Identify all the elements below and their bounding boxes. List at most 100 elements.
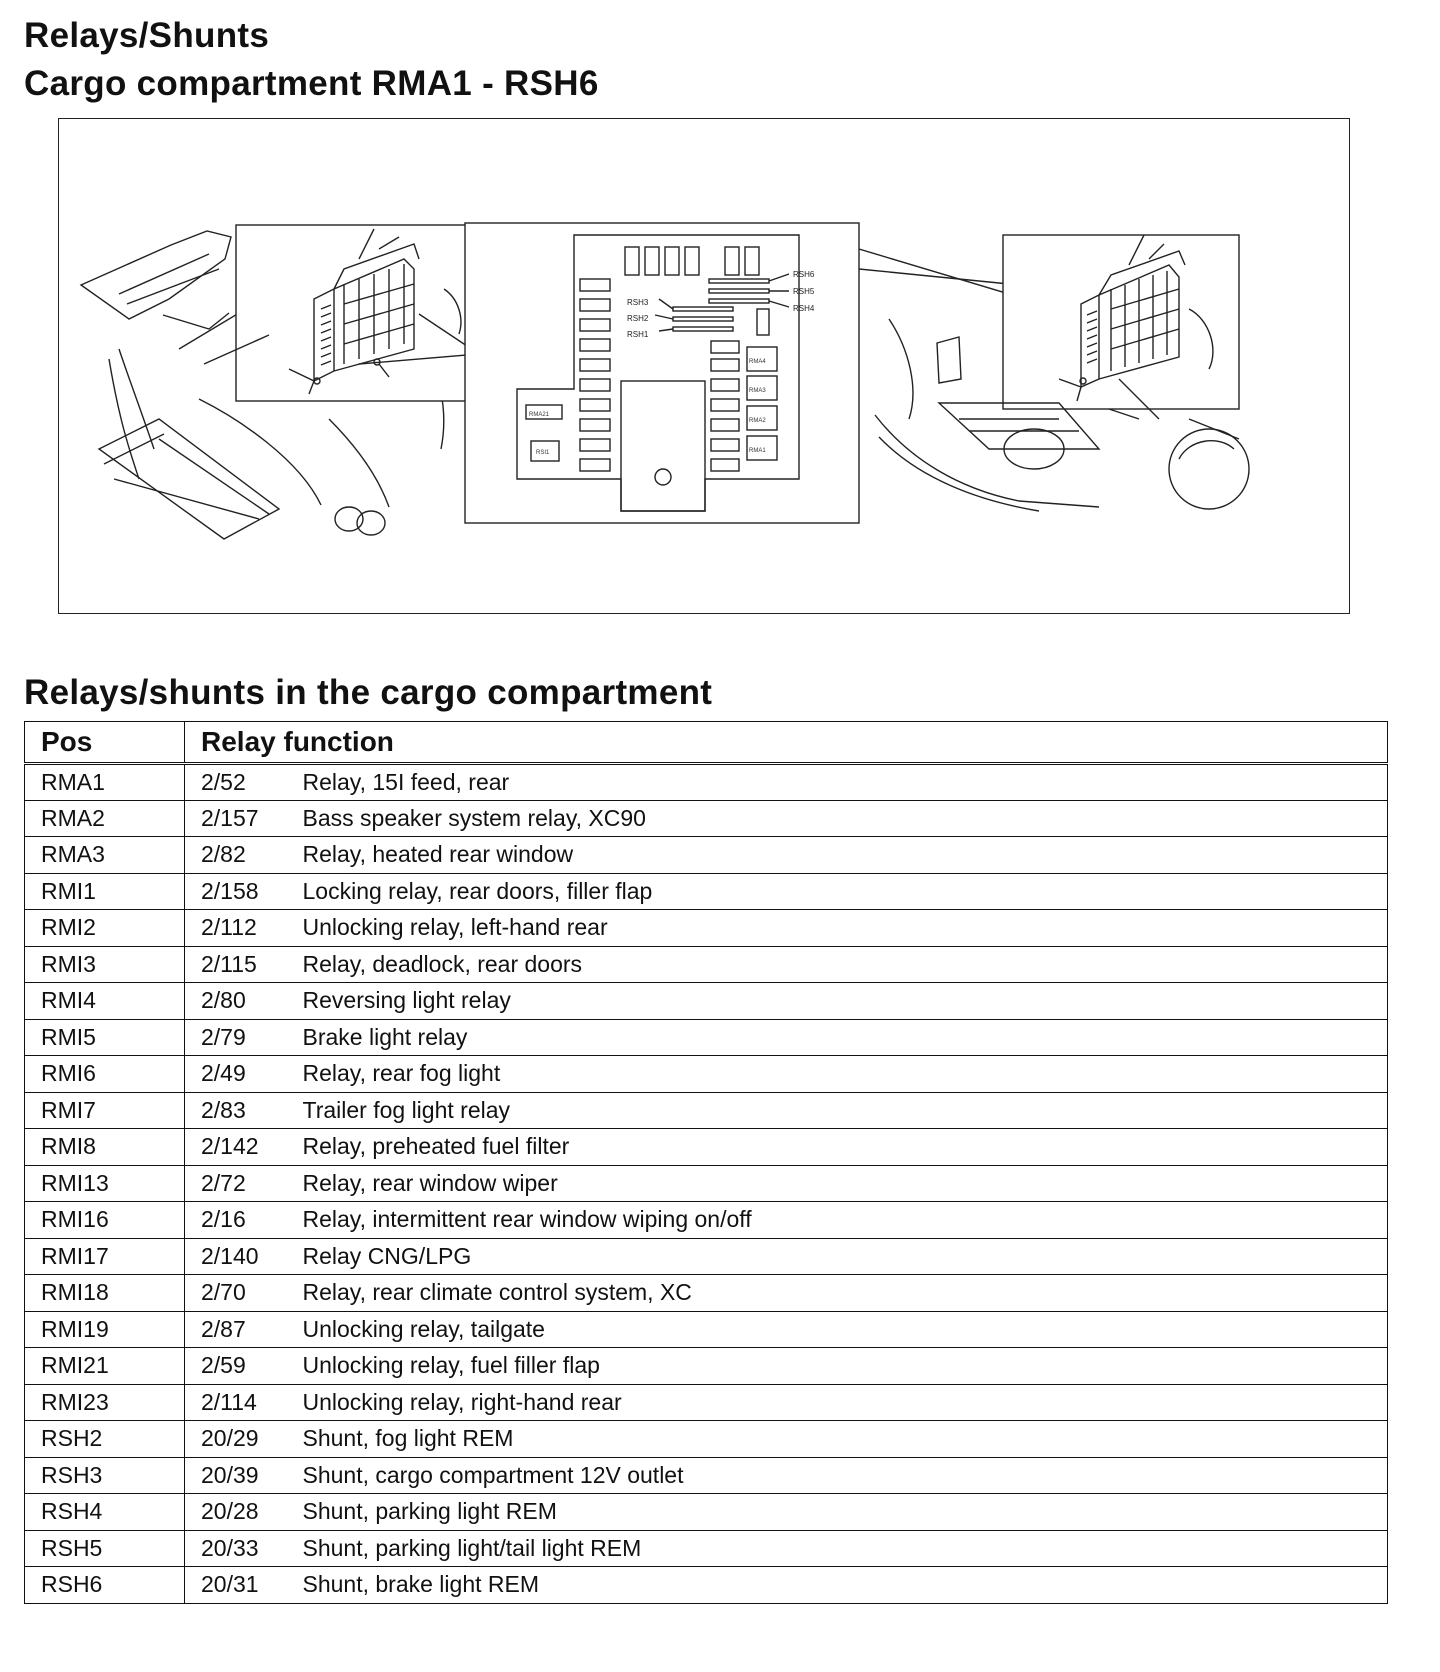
pos-cell: RMI4 <box>24 982 185 1020</box>
label-rma21: RMA21 <box>529 412 550 418</box>
code-cell: 2/140 <box>184 1237 303 1275</box>
pos-cell: RMI2 <box>24 909 185 947</box>
function-cell: Brake light relay <box>302 1018 1388 1056</box>
label-rsh4: RSH4 <box>793 304 815 313</box>
pos-cell: RMI16 <box>24 1201 185 1239</box>
pos-cell: RMI5 <box>24 1018 185 1056</box>
column-header-relay-function: Relay function <box>184 721 1388 765</box>
pos-cell: RMI8 <box>24 1128 185 1166</box>
code-cell: 2/158 <box>184 872 303 910</box>
page-title: Relays/Shunts <box>24 16 270 55</box>
pos-cell: RMI21 <box>24 1347 185 1385</box>
code-cell: 2/87 <box>184 1310 303 1348</box>
code-cell: 2/82 <box>184 836 303 874</box>
label-rsh5: RSH5 <box>793 287 815 296</box>
code-cell: 2/115 <box>184 945 303 983</box>
pos-cell: RMI7 <box>24 1091 185 1129</box>
label-rma4: RMA4 <box>749 359 766 365</box>
code-cell: 2/59 <box>184 1347 303 1385</box>
code-cell: 20/29 <box>184 1420 303 1458</box>
pos-cell: RMI1 <box>24 872 185 910</box>
function-cell: Relay, 15I feed, rear <box>302 763 1388 801</box>
label-rma3: RMA3 <box>749 388 766 394</box>
right-relay-block-sketch <box>1058 234 1214 402</box>
pos-cell: RMI13 <box>24 1164 185 1202</box>
label-rma1: RMA1 <box>749 448 766 454</box>
pos-cell: RSH6 <box>24 1566 185 1604</box>
function-cell: Relay, rear fog light <box>302 1055 1388 1093</box>
function-cell: Unlocking relay, tailgate <box>302 1310 1388 1348</box>
right-car-sketch <box>888 318 914 420</box>
function-cell: Shunt, brake light REM <box>302 1566 1388 1604</box>
column-header-pos: Pos <box>24 721 185 765</box>
page-subtitle: Cargo compartment RMA1 - RSH6 <box>24 64 599 103</box>
code-cell: 2/52 <box>184 763 303 801</box>
function-cell: Shunt, parking light/tail light REM <box>302 1529 1388 1567</box>
pos-cell: RSH3 <box>24 1456 185 1494</box>
relay-location-diagram: RSH3 RSH2 RSH1 RSH6 RSH5 RSH4 RMA4 RMA3 … <box>79 222 1250 540</box>
table-header-row: Pos Relay function <box>24 721 1388 765</box>
function-cell: Unlocking relay, right-hand rear <box>302 1383 1388 1421</box>
function-cell: Relay, preheated fuel filter <box>302 1128 1388 1166</box>
function-cell: Locking relay, rear doors, filler flap <box>302 872 1388 910</box>
function-cell: Trailer fog light relay <box>302 1091 1388 1129</box>
code-cell: 20/39 <box>184 1456 303 1494</box>
code-cell: 2/157 <box>184 799 303 837</box>
code-cell: 2/79 <box>184 1018 303 1056</box>
code-cell: 2/83 <box>184 1091 303 1129</box>
function-cell: Unlocking relay, left-hand rear <box>302 909 1388 947</box>
pos-cell: RMI23 <box>24 1383 185 1421</box>
pos-cell: RMI17 <box>24 1237 185 1275</box>
pos-cell: RMI3 <box>24 945 185 983</box>
label-rma2: RMA2 <box>749 418 766 424</box>
function-cell: Shunt, parking light REM <box>302 1493 1388 1531</box>
code-cell: 2/70 <box>184 1274 303 1312</box>
pos-cell: RSH2 <box>24 1420 185 1458</box>
code-cell: 20/28 <box>184 1493 303 1531</box>
code-cell: 2/49 <box>184 1055 303 1093</box>
function-cell: Relay CNG/LPG <box>302 1237 1388 1275</box>
label-rsh3: RSH3 <box>627 298 649 307</box>
pos-cell: RMA1 <box>24 763 185 801</box>
code-cell: 2/80 <box>184 982 303 1020</box>
code-cell: 2/16 <box>184 1201 303 1239</box>
section-title: Relays/shunts in the cargo compartment <box>24 673 713 712</box>
label-rsh6: RSH6 <box>793 270 815 279</box>
function-cell: Relay, intermittent rear window wiping o… <box>302 1201 1388 1239</box>
function-cell: Relay, rear climate control system, XC <box>302 1274 1388 1312</box>
function-cell: Relay, heated rear window <box>302 836 1388 874</box>
pos-cell: RSH5 <box>24 1529 185 1567</box>
code-cell: 2/142 <box>184 1128 303 1166</box>
code-cell: 20/33 <box>184 1529 303 1567</box>
function-cell: Bass speaker system relay, XC90 <box>302 799 1388 837</box>
code-cell: 2/114 <box>184 1383 303 1421</box>
function-cell: Unlocking relay, fuel filler flap <box>302 1347 1388 1385</box>
code-cell: 2/112 <box>184 909 303 947</box>
code-cell: 2/72 <box>184 1164 303 1202</box>
function-cell: Shunt, fog light REM <box>302 1420 1388 1458</box>
label-rsh1: RSH1 <box>627 330 649 339</box>
